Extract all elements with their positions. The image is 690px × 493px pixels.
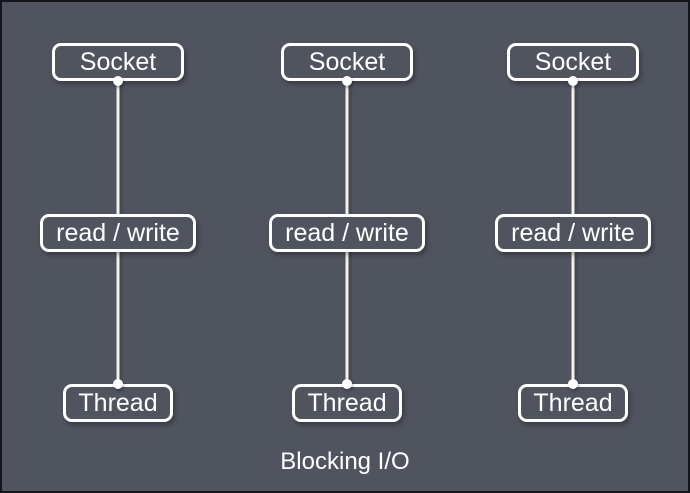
- diagram-title: Blocking I/O: [280, 448, 410, 475]
- thread-connector-dot: [342, 379, 352, 389]
- io-column-1: Socket read / write Thread: [18, 2, 218, 491]
- thread-node: Thread: [63, 384, 173, 422]
- thread-label: Thread: [78, 389, 158, 417]
- socket-label: Socket: [308, 48, 386, 76]
- thread-node: Thread: [292, 384, 402, 422]
- socket-connector-dot: [113, 76, 123, 86]
- thread-connector-dot: [568, 379, 578, 389]
- socket-node: Socket: [281, 43, 413, 81]
- read-write-label: read / write: [285, 219, 409, 247]
- read-write-label: read / write: [56, 219, 180, 247]
- thread-node: Thread: [518, 384, 628, 422]
- socket-node: Socket: [507, 43, 639, 81]
- thread-label: Thread: [307, 389, 387, 417]
- thread-label: Thread: [533, 389, 613, 417]
- read-write-label: read / write: [511, 219, 635, 247]
- thread-connector-dot: [113, 379, 123, 389]
- socket-connector-dot: [342, 76, 352, 86]
- io-column-2: Socket read / write Thread: [247, 2, 447, 491]
- socket-label: Socket: [79, 48, 157, 76]
- read-write-node: read / write: [40, 214, 196, 252]
- socket-label: Socket: [534, 48, 612, 76]
- read-write-node: read / write: [269, 214, 425, 252]
- socket-connector-dot: [568, 76, 578, 86]
- io-column-3: Socket read / write Thread: [473, 2, 673, 491]
- read-write-node: read / write: [495, 214, 651, 252]
